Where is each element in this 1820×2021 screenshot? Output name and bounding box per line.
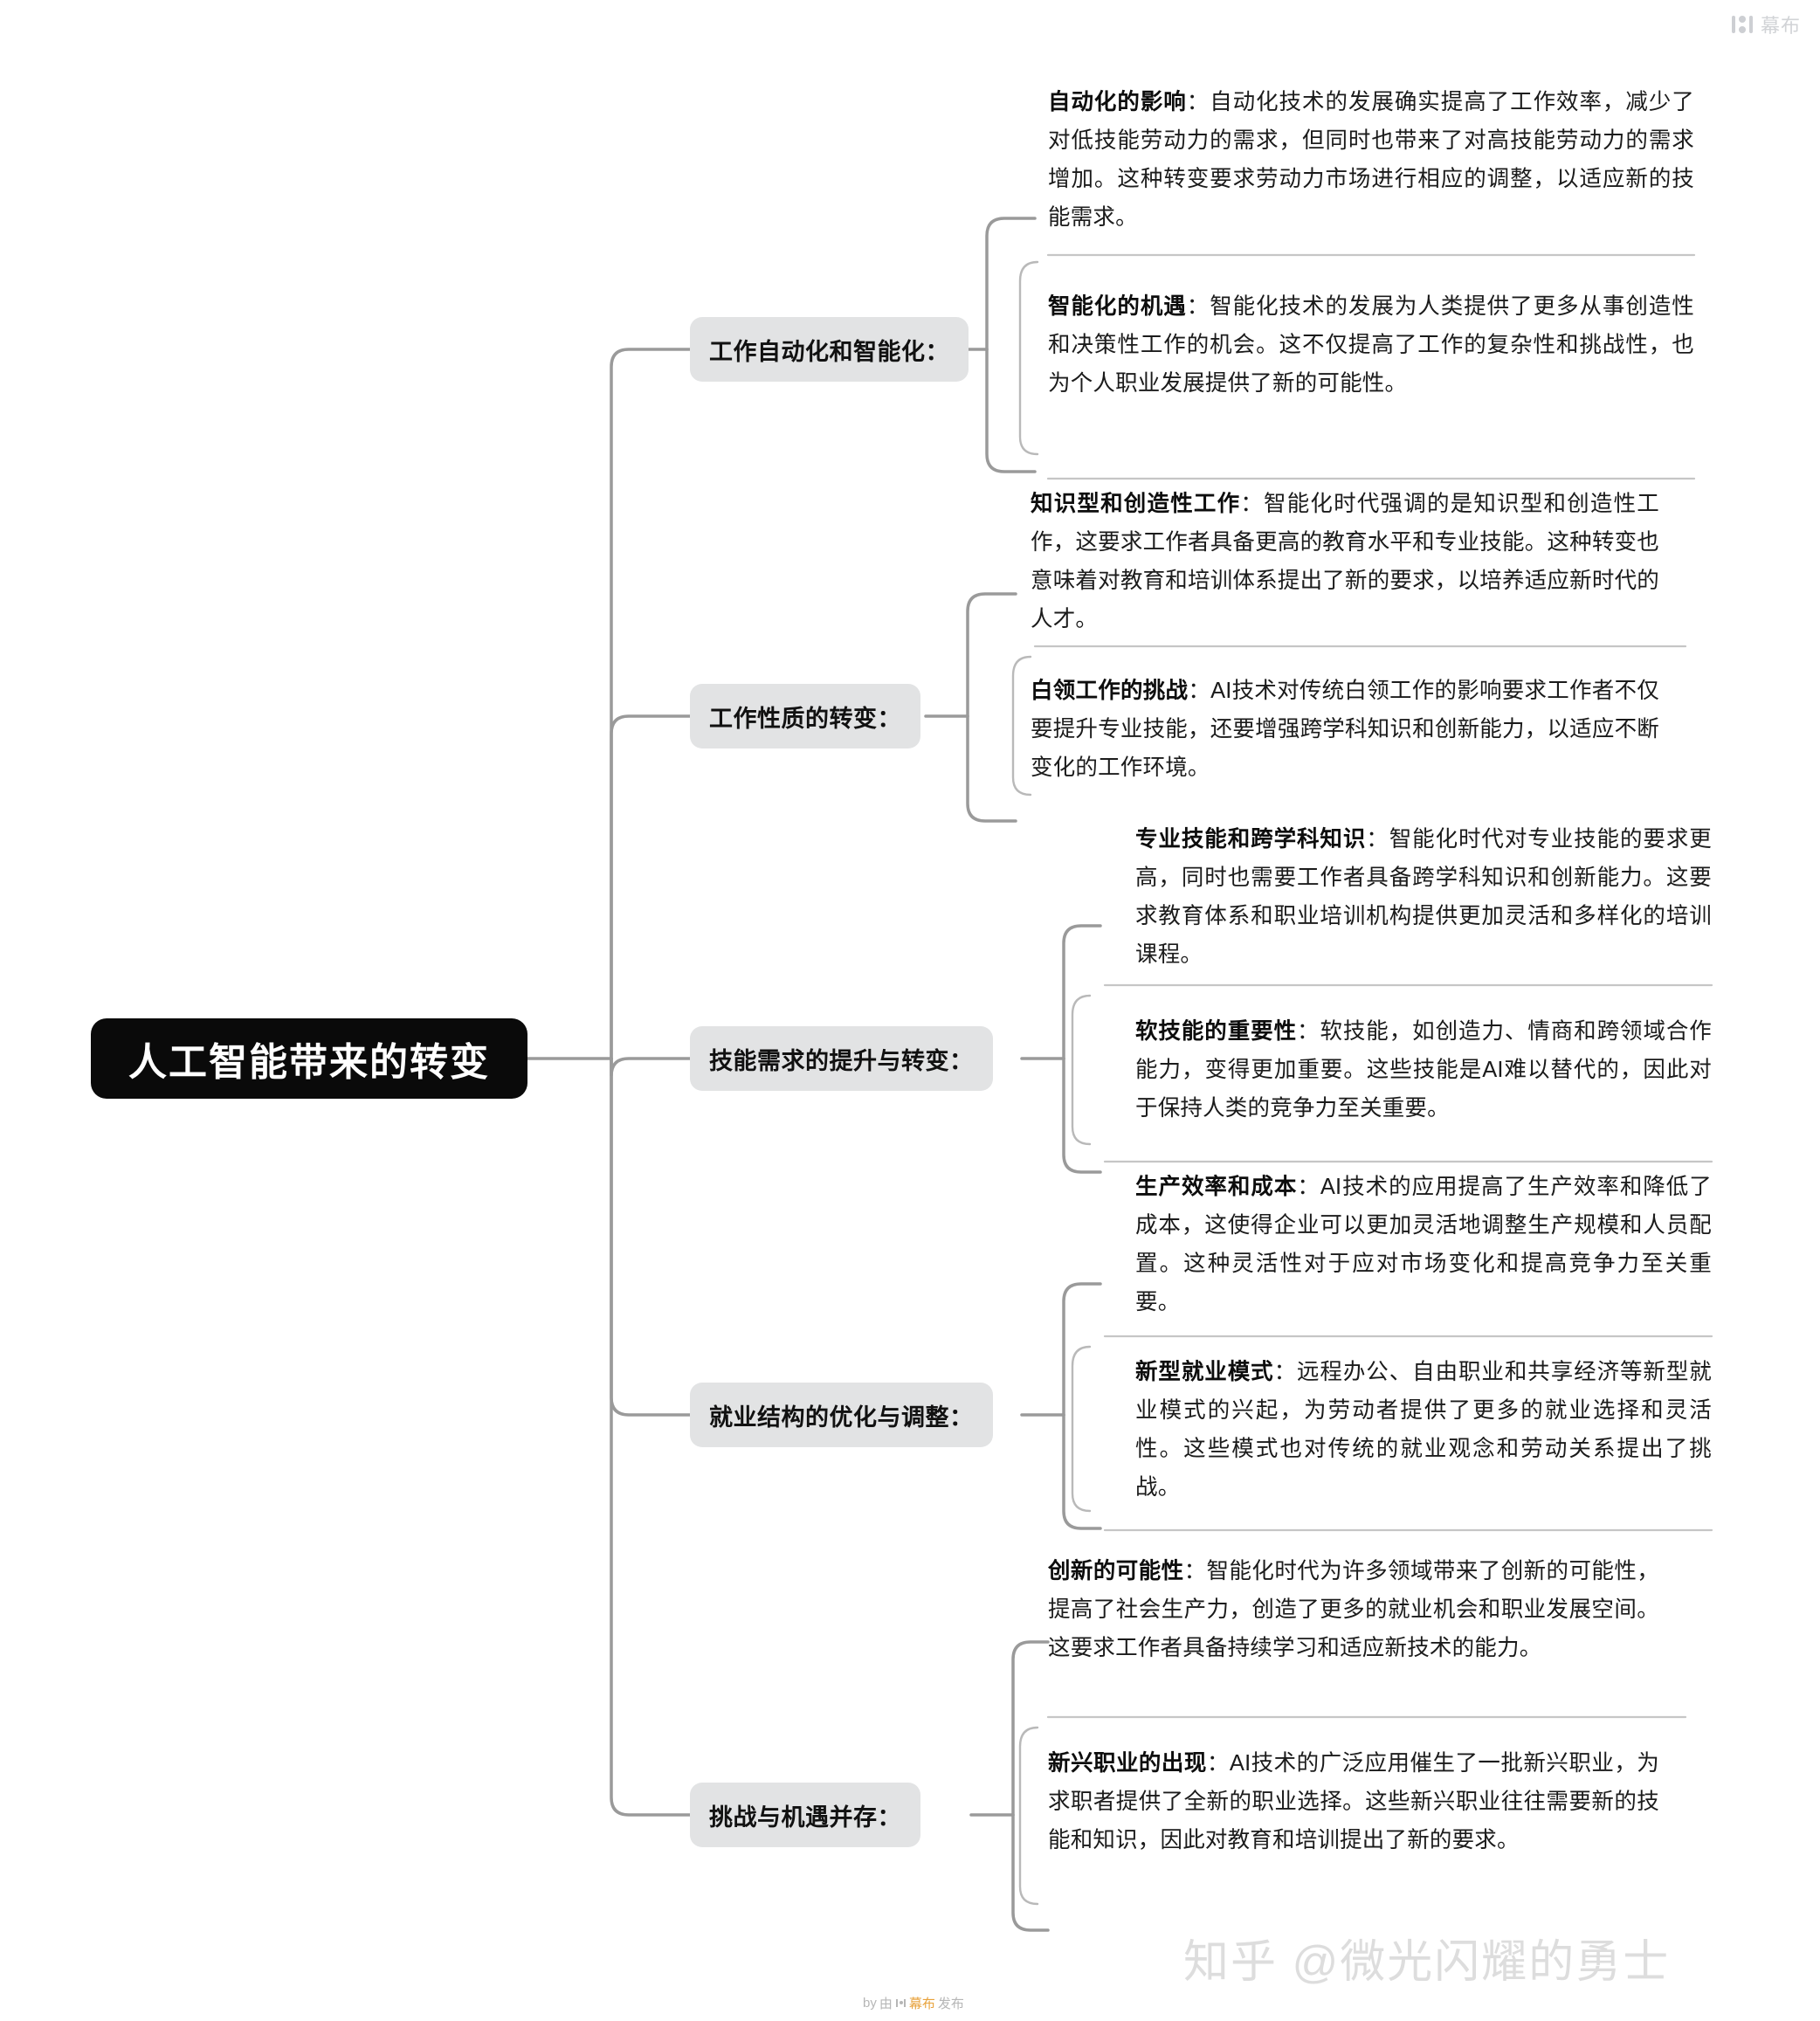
leaf-5-2-body: ：AI技术的广泛应用催生了一批新兴职业，为求职者提供了全新的职业选择。这些新兴职…: [1048, 1751, 1660, 1852]
branch-node-3[interactable]: 技能需求的提升与转变：: [690, 1026, 993, 1091]
leaf-3-1-title: 专业技能和跨学科知识: [1135, 827, 1367, 852]
leaf-2-2-body: ：AI技术对传统白领工作的影响要求工作者不仅要提升专业技能，还要增强跨学科知识和…: [1031, 679, 1660, 780]
leaf-4-2-body: ：远程办公、自由职业和共享经济等新型就业模式的兴起，为劳动者提供了更多的就业选择…: [1135, 1360, 1712, 1500]
leaf-5-1[interactable]: 创新的可能性：智能化时代为许多领域带来了创新的可能性，提高了社会生产力，创造了更…: [1048, 1553, 1659, 1668]
root-node[interactable]: 人工智能带来的转变: [91, 1018, 527, 1099]
leaf-4-2[interactable]: 新型就业模式：远程办公、自由职业和共享经济等新型就业模式的兴起，为劳动者提供了更…: [1135, 1354, 1712, 1507]
leaf-4-1[interactable]: 生产效率和成本：AI技术的应用提高了生产效率和降低了成本，这使得企业可以更加灵活…: [1135, 1169, 1712, 1321]
leaf-4-1-title: 生产效率和成本: [1135, 1175, 1298, 1199]
mubu-logo: 幕布: [1731, 10, 1801, 38]
leaf-4-2-title: 新型就业模式: [1135, 1360, 1274, 1384]
leaf-1-2-title: 智能化的机遇: [1048, 294, 1187, 319]
branch-node-5[interactable]: 挑战与机遇并存：: [690, 1783, 920, 1847]
footer-credit-brand: 幕布: [908, 1997, 935, 2011]
branch-node-1[interactable]: 工作自动化和智能化：: [690, 317, 969, 382]
branch-node-4-label: 就业结构的优化与调整：: [709, 1404, 974, 1431]
leaf-2-2-title: 白领工作的挑战: [1031, 679, 1189, 703]
leaf-3-2-body: ：软技能，如创造力、情商和跨领域合作能力，变得更加重要。这些技能是AI难以替代的…: [1135, 1019, 1713, 1121]
branch-node-2-label: 工作性质的转变：: [709, 705, 901, 732]
leaf-4-1-body: ：AI技术的应用提高了生产效率和降低了成本，这使得企业可以更加灵活地调整生产规模…: [1135, 1175, 1712, 1314]
zhihu-watermark: 知乎 @微光闪耀的勇士: [1183, 1937, 1671, 1988]
leaf-2-1-body: ：智能化时代强调的是知识型和创造性工作，这要求工作者具备更高的教育水平和专业技能…: [1031, 492, 1659, 631]
branch-node-2[interactable]: 工作性质的转变：: [690, 684, 920, 748]
leaf-2-2[interactable]: 白领工作的挑战：AI技术对传统白领工作的影响要求工作者不仅要提升专业技能，还要增…: [1031, 673, 1659, 788]
leaf-1-2[interactable]: 智能化的机遇：智能化技术的发展为人类提供了更多从事创造性和决策性工作的机会。这不…: [1048, 288, 1694, 404]
branch-node-4[interactable]: 就业结构的优化与调整：: [690, 1383, 993, 1447]
leaf-5-1-title: 创新的可能性: [1048, 1559, 1184, 1583]
footer-credit-mid: 由: [879, 1997, 893, 2011]
branch-node-1-label: 工作自动化和智能化：: [709, 338, 949, 365]
footer-credit-prefix: by: [863, 1996, 877, 2011]
mubu-logo-text: 幕布: [1760, 15, 1801, 37]
leaf-1-1[interactable]: 自动化的影响：自动化技术的发展确实提高了工作效率，减少了对低技能劳动力的需求，但…: [1048, 84, 1694, 237]
leaf-2-1[interactable]: 知识型和创造性工作：智能化时代强调的是知识型和创造性工作，这要求工作者具备更高的…: [1031, 486, 1659, 638]
leaf-3-1-body: ：智能化时代对专业技能的要求更高，同时也需要工作者具备跨学科知识和创新能力。这要…: [1135, 827, 1712, 967]
footer-credit-suffix: 发布: [937, 1997, 964, 2011]
leaf-1-2-body: ：智能化技术的发展为人类提供了更多从事创造性和决策性工作的机会。这不仅提高了工作…: [1048, 294, 1694, 396]
leaf-3-1[interactable]: 专业技能和跨学科知识：智能化时代对专业技能的要求更高，同时也需要工作者具备跨学科…: [1135, 821, 1712, 974]
leaf-5-2[interactable]: 新兴职业的出现：AI技术的广泛应用催生了一批新兴职业，为求职者提供了全新的职业选…: [1048, 1745, 1659, 1860]
footer-credit: by 由 幕布 发布: [863, 1994, 964, 2012]
leaf-2-1-title: 知识型和创造性工作: [1031, 492, 1241, 516]
branch-node-5-label: 挑战与机遇并存：: [709, 1804, 901, 1831]
leaf-1-1-title: 自动化的影响: [1048, 90, 1187, 114]
leaf-5-1-body: ：智能化时代为许多领域带来了创新的可能性，提高了社会生产力，创造了更多的就业机会…: [1048, 1559, 1659, 1660]
leaf-3-2-title: 软技能的重要性: [1135, 1019, 1298, 1044]
leaf-5-2-title: 新兴职业的出现: [1048, 1751, 1207, 1776]
leaf-3-2[interactable]: 软技能的重要性：软技能，如创造力、情商和跨领域合作能力，变得更加重要。这些技能是…: [1135, 1013, 1712, 1128]
leaf-1-1-body: ：自动化技术的发展确实提高了工作效率，减少了对低技能劳动力的需求，但同时也带来了…: [1048, 90, 1694, 230]
mubu-mark-small-icon: [895, 1998, 906, 2008]
mubu-mark-icon: [1731, 13, 1754, 36]
root-node-label: 人工智能带来的转变: [128, 1041, 490, 1084]
branch-node-3-label: 技能需求的提升与转变：: [709, 1047, 974, 1074]
